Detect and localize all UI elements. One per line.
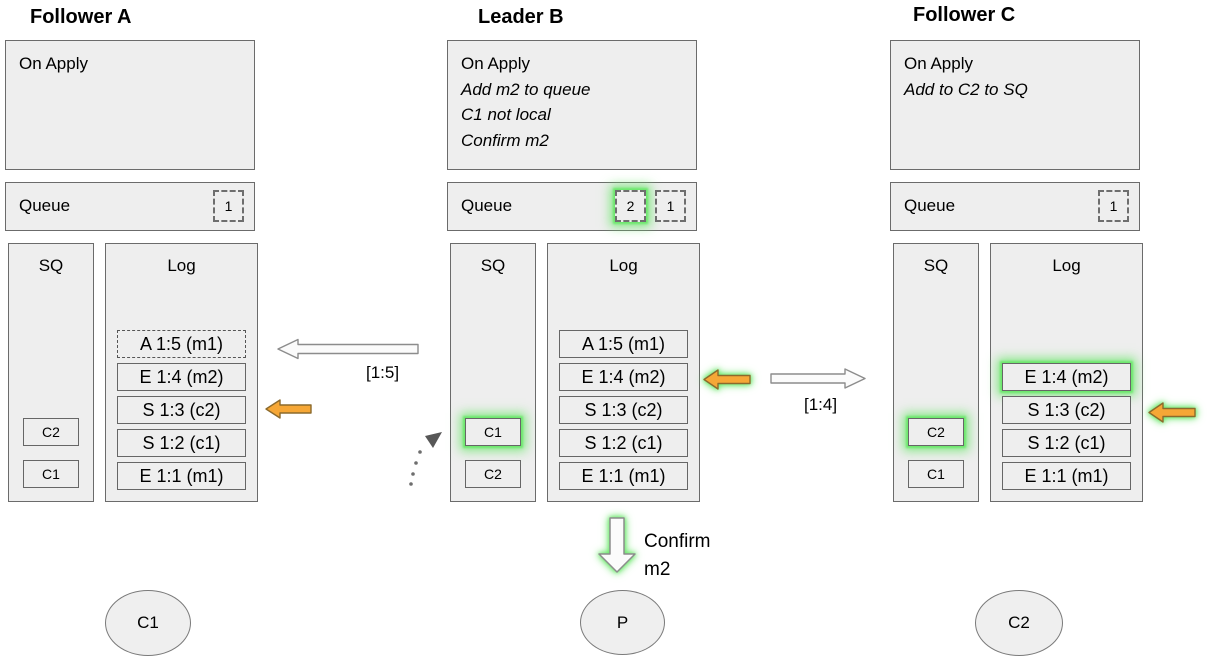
apply-pointer-a-icon — [265, 399, 312, 419]
log-box: Log A 1:5 (m1) E 1:4 (m2) S 1:3 (c2) S 1… — [547, 243, 700, 502]
queue-items: 1 — [213, 190, 244, 222]
log-entries: A 1:5 (m1) E 1:4 (m2) S 1:3 (c2) S 1:2 (… — [559, 330, 688, 490]
replicate-right-arrow-icon — [770, 368, 866, 389]
log-entry: E 1:4 (m2) — [559, 363, 688, 391]
sq-items: C2 C1 — [894, 418, 978, 488]
client-c1: C1 — [105, 590, 191, 656]
queue-item: 1 — [213, 190, 244, 222]
client-label: P — [616, 612, 629, 632]
log-box: Log A 1:5 (m1) E 1:4 (m2) S 1:3 (c2) S 1… — [105, 243, 258, 502]
sq-label: SQ — [38, 256, 64, 275]
on-apply-line: Add to C2 to SQ — [904, 79, 1028, 99]
log-entry-highlighted: E 1:4 (m2) — [1002, 363, 1131, 391]
log-entry: E 1:1 (m1) — [559, 462, 688, 490]
log-entry: S 1:3 (c2) — [117, 396, 246, 424]
node-title: Follower C — [913, 4, 1016, 26]
replicate-left-arrow-label: [1:5] — [366, 363, 400, 382]
apply-pointer-c-icon — [1148, 402, 1196, 423]
log-label: Log — [1052, 256, 1081, 275]
on-apply-box: On Apply Add to C2 to SQ — [890, 40, 1140, 170]
confirm-down-arrow-icon — [598, 517, 636, 573]
sq-box: SQ C2 C1 — [893, 243, 979, 502]
sq-items: C1 C2 — [451, 418, 535, 488]
node-title: Leader B — [478, 6, 564, 28]
queue-label: Queue — [19, 196, 71, 215]
log-entry: E 1:1 (m1) — [117, 462, 246, 490]
dotted-move-arrow-icon — [400, 425, 448, 487]
apply-pointer-b-icon — [703, 369, 751, 390]
on-apply-title: On Apply — [461, 54, 530, 73]
sq-box: SQ C1 C2 — [450, 243, 536, 502]
log-entry: A 1:5 (m1) — [117, 330, 246, 358]
sq-item-highlighted: C1 — [465, 418, 521, 446]
replicate-left-arrow-icon — [277, 338, 419, 360]
sq-box: SQ C2 C1 — [8, 243, 94, 502]
client-p: P — [580, 590, 665, 655]
sq-item: C2 — [465, 460, 521, 488]
client-label: C2 — [1008, 613, 1030, 632]
on-apply-box: On Apply Add m2 to queue C1 not local Co… — [447, 40, 697, 170]
node-follower-a: Follower A On Apply Queue 1 SQ C2 C1 Log… — [5, 0, 258, 510]
log-entry: S 1:2 (c1) — [1002, 429, 1131, 457]
queue-item: 1 — [655, 190, 686, 222]
log-entry: S 1:3 (c2) — [1002, 396, 1131, 424]
queue-label: Queue — [904, 196, 956, 215]
log-entries: A 1:5 (m1) E 1:4 (m2) S 1:3 (c2) S 1:2 (… — [117, 330, 246, 490]
on-apply-box: On Apply — [5, 40, 255, 170]
client-c2: C2 — [975, 590, 1063, 656]
log-entry: S 1:2 (c1) — [559, 429, 688, 457]
log-entry: S 1:2 (c1) — [117, 429, 246, 457]
log-entry: E 1:1 (m1) — [1002, 462, 1131, 490]
confirm-arrow-label: Confirm m2 — [644, 531, 711, 580]
on-apply-title: On Apply — [19, 54, 88, 73]
sq-item: C1 — [23, 460, 79, 488]
sq-label: SQ — [480, 256, 506, 275]
on-apply-title: On Apply — [904, 54, 973, 73]
on-apply-line: Add m2 to queue — [461, 79, 591, 99]
queue-box: Queue 1 — [5, 182, 255, 231]
log-label: Log — [167, 256, 196, 275]
log-label: Log — [609, 256, 638, 275]
sq-item-highlighted: C2 — [908, 418, 964, 446]
node-leader-b: Leader B On Apply Add m2 to queue C1 not… — [447, 0, 700, 510]
log-entry: E 1:4 (m2) — [117, 363, 246, 391]
on-apply-line: C1 not local — [461, 105, 551, 124]
sq-items: C2 C1 — [9, 418, 93, 488]
sq-item: C1 — [908, 460, 964, 488]
queue-box: Queue 1 — [890, 182, 1140, 231]
on-apply-line: Confirm m2 — [461, 130, 549, 150]
sq-label: SQ — [923, 256, 949, 275]
sq-item: C2 — [23, 418, 79, 446]
log-entries: E 1:4 (m2) S 1:3 (c2) S 1:2 (c1) E 1:1 (… — [1002, 363, 1131, 490]
log-entry: S 1:3 (c2) — [559, 396, 688, 424]
queue-item: 1 — [1098, 190, 1129, 222]
client-label: C1 — [137, 613, 159, 632]
replicate-right-arrow-label: [1:4] — [804, 395, 838, 414]
log-box: Log E 1:4 (m2) S 1:3 (c2) S 1:2 (c1) E 1… — [990, 243, 1143, 502]
log-entry: A 1:5 (m1) — [559, 330, 688, 358]
queue-box: Queue 2 1 — [447, 182, 697, 231]
queue-item-highlighted: 2 — [615, 190, 646, 222]
queue-items: 2 1 — [615, 190, 686, 222]
node-title: Follower A — [30, 6, 132, 28]
queue-label: Queue — [461, 196, 513, 215]
queue-items: 1 — [1098, 190, 1129, 222]
node-follower-c: Follower C On Apply Add to C2 to SQ Queu… — [890, 0, 1143, 510]
